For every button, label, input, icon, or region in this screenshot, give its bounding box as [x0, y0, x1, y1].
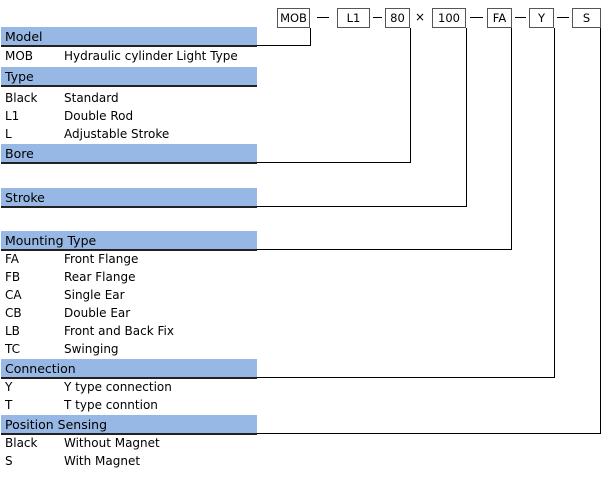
option-code: TC — [5, 342, 21, 356]
leader-line-sensing — [600, 28, 601, 434]
section-header-type: Type — [1, 67, 257, 87]
option-code: S — [5, 454, 13, 468]
option-description: Standard — [64, 91, 119, 105]
option-description: Y type connection — [64, 380, 172, 394]
leader-line-model — [310, 28, 311, 45]
code-box-model: MOB — [277, 8, 310, 28]
leader-connector-stroke — [257, 206, 467, 207]
option-code: CA — [5, 288, 22, 302]
leader-connector-model — [257, 45, 311, 46]
leader-connector-connection — [257, 377, 555, 378]
option-code: Black — [5, 91, 38, 105]
option-code: FA — [5, 252, 20, 266]
option-code: CB — [5, 306, 22, 320]
option-description: Double Rod — [64, 109, 134, 123]
leader-line-stroke — [466, 28, 467, 207]
code-box-stroke: 100 — [432, 8, 466, 28]
section-header-stroke: Stroke — [1, 188, 257, 208]
code-box-sensing: S — [572, 8, 601, 28]
separator-dash — [515, 17, 526, 18]
option-description: Hydraulic cylinder Light Type — [64, 49, 238, 63]
option-code: L1 — [5, 109, 20, 123]
section-header-mounting-type: Mounting Type — [1, 231, 257, 251]
separator-dash — [373, 17, 382, 18]
code-box-connection: Y — [529, 8, 554, 28]
code-box-bore: 80 — [385, 8, 410, 28]
option-description: Rear Flange — [64, 270, 136, 284]
section-header-position-sensing: Position Sensing — [1, 415, 257, 435]
section-header-connection: Connection — [1, 359, 257, 379]
separator-times: × — [415, 10, 426, 24]
option-description: Adjustable Stroke — [64, 127, 170, 141]
option-code: MOB — [5, 49, 34, 63]
code-box-mounting: FA — [487, 8, 512, 28]
separator-dash — [557, 17, 569, 18]
option-description: Double Ear — [64, 306, 131, 320]
separator-dash — [317, 17, 329, 18]
option-description: Without Magnet — [64, 436, 160, 450]
option-description: Front Flange — [64, 252, 139, 266]
leader-line-bore — [410, 28, 411, 162]
option-code: Black — [5, 436, 38, 450]
option-description: Swinging — [64, 342, 119, 356]
code-box-type: L1 — [337, 8, 370, 28]
leader-connector-bore — [257, 162, 411, 163]
leader-line-connection — [554, 28, 555, 378]
option-description: With Magnet — [64, 454, 141, 468]
option-description: Front and Back Fix — [64, 324, 174, 338]
option-description: T type conntion — [64, 398, 158, 412]
option-code: L — [5, 127, 12, 141]
option-code: T — [5, 398, 13, 412]
option-code: FB — [5, 270, 21, 284]
option-description: Single Ear — [64, 288, 125, 302]
leader-line-mounting — [511, 28, 512, 250]
separator-dash — [470, 17, 483, 18]
section-header-bore: Bore — [1, 144, 257, 164]
option-code: Y — [5, 380, 13, 394]
leader-connector-sensing — [257, 433, 601, 434]
option-code: LB — [5, 324, 20, 338]
section-header-model: Model — [1, 27, 257, 47]
leader-connector-mounting — [257, 249, 512, 250]
